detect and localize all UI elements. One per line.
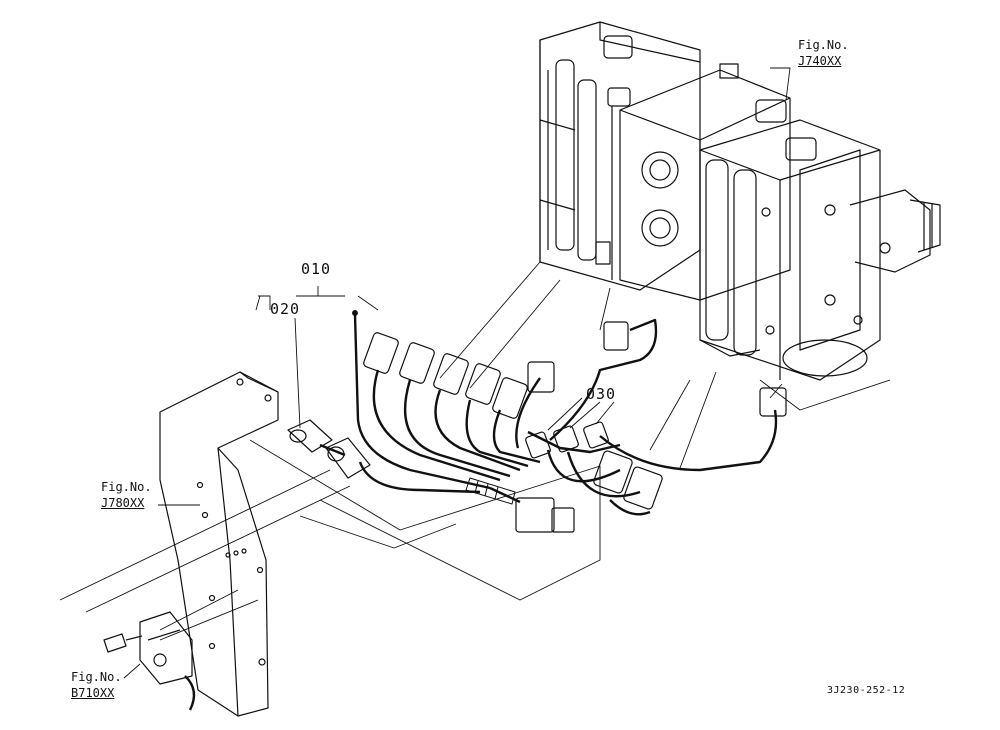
harness-connectors — [363, 321, 787, 533]
sensor-items — [287, 419, 371, 479]
drawing-code: 3J230-252-12 — [827, 685, 906, 696]
callout-020: 020 — [270, 300, 301, 318]
guide-lines — [59, 261, 891, 641]
harness-sleeve — [465, 477, 516, 505]
mounting-bracket — [159, 371, 279, 717]
bracket-fig-label: Fig.No. — [101, 480, 152, 494]
leader-lines — [123, 67, 791, 679]
callout-010: 010 — [301, 260, 332, 278]
switch-fig-number: B710XX — [71, 686, 115, 700]
wire-harness — [319, 314, 778, 516]
callout-030: 030 — [586, 385, 617, 403]
bracket-fig-number: J780XX — [101, 496, 145, 510]
valve-fig-number: J740XX — [798, 54, 842, 68]
switch-assembly — [103, 611, 196, 711]
control-valve-assembly — [539, 21, 941, 381]
valve-fig-label: Fig.No. — [798, 38, 849, 52]
switch-fig-label: Fig.No. — [71, 670, 122, 684]
